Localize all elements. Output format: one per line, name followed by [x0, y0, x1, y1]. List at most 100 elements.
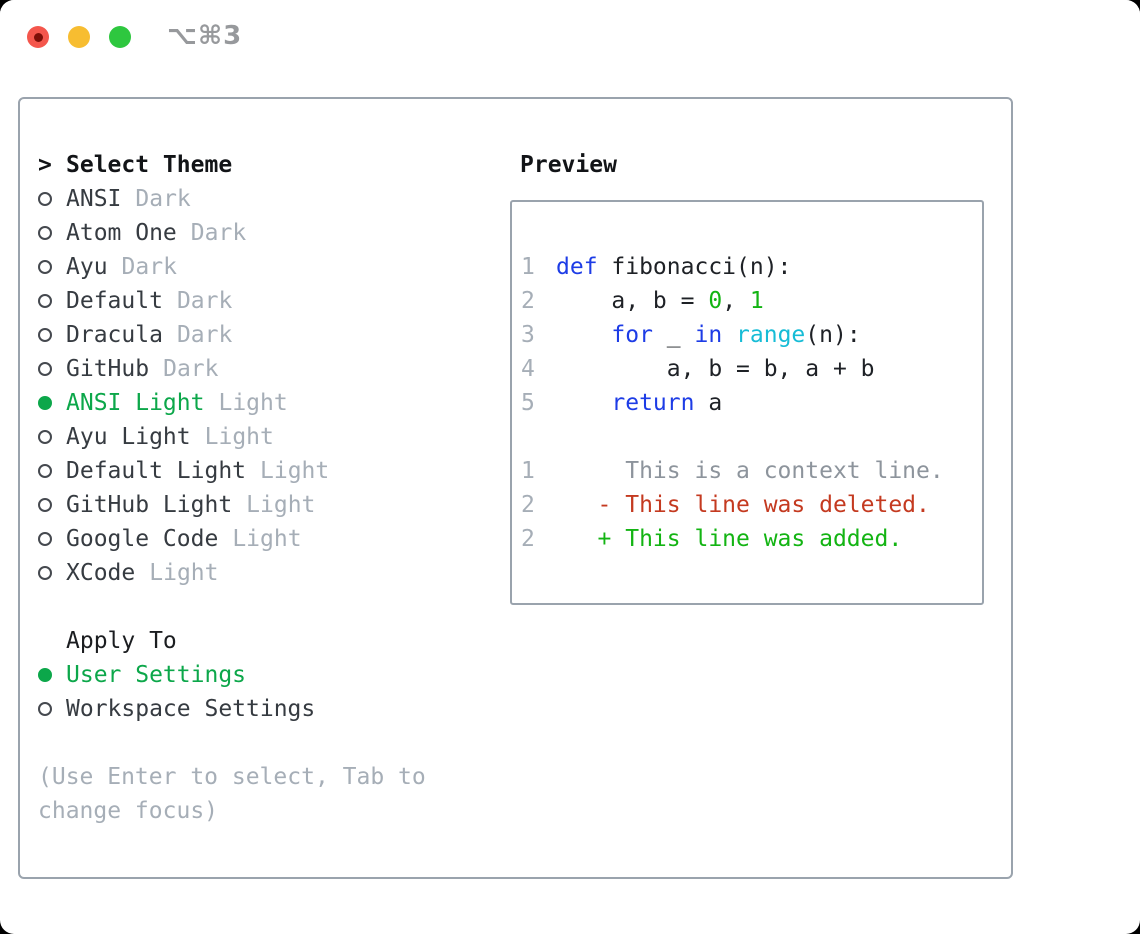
code-token: range — [736, 322, 806, 348]
theme-variant-badge: Dark — [163, 356, 219, 382]
code-line: 4 a, b = b, a + b — [521, 352, 982, 386]
radio-icon — [38, 430, 52, 444]
radio-icon — [38, 362, 52, 376]
code-content: return a — [556, 390, 722, 416]
apply-option-label: User Settings — [66, 662, 247, 688]
line-number: 2 — [521, 526, 535, 552]
code-token — [556, 322, 611, 348]
line-number: 2 — [521, 288, 535, 314]
code-token: a — [694, 390, 723, 416]
radio-marker — [38, 328, 66, 342]
radio-selected-icon — [38, 396, 52, 410]
radio-marker — [38, 532, 66, 546]
code-content: for _ in range(n): — [556, 322, 860, 348]
code-token: 1 — [749, 288, 764, 314]
code-token: + This line was added. — [556, 526, 903, 552]
theme-name: Google Code — [66, 526, 219, 552]
theme-name: ANSI Light — [66, 390, 205, 416]
apply-option-workspace-settings[interactable]: Workspace Settings — [38, 692, 478, 726]
theme-variant-badge: Light — [149, 560, 219, 586]
code-content: def fibonacci(n): — [556, 254, 791, 280]
code-token: for — [611, 322, 653, 348]
radio-marker — [38, 192, 66, 206]
theme-variant-badge: Dark — [121, 254, 177, 280]
theme-variant-badge: Light — [218, 390, 288, 416]
code-token: a, b = — [556, 288, 709, 314]
code-token — [722, 322, 736, 348]
radio-icon — [38, 294, 52, 308]
theme-variant-badge: Dark — [176, 322, 233, 348]
theme-name: Dracula — [66, 322, 163, 348]
theme-name: Ayu Light — [66, 424, 191, 450]
theme-item-github[interactable]: GitHub Dark — [38, 352, 478, 386]
traffic-lights — [27, 26, 131, 48]
code-token: fibonacci(n): — [597, 254, 792, 280]
code-line: 3 for _ in range(n): — [521, 318, 982, 352]
theme-item-ayu-light[interactable]: Ayu Light Light — [38, 420, 478, 454]
code-token: , — [722, 288, 750, 314]
radio-marker — [38, 396, 66, 410]
code-content: + This line was added. — [556, 526, 903, 552]
keyboard-hint: (Use Enter to select, Tab to change focu… — [38, 764, 426, 824]
radio-marker — [38, 566, 66, 580]
code-token: This is a context line. — [556, 458, 944, 484]
theme-list-header-row: > Select Theme — [38, 148, 478, 182]
unsaved-indicator-dot — [33, 32, 43, 42]
apply-option-user-settings[interactable]: User Settings — [38, 658, 478, 692]
code-content: This is a context line. — [556, 458, 944, 484]
radio-icon — [38, 328, 52, 342]
code-line: 2 a, b = 0, 1 — [521, 284, 982, 318]
line-number: 1 — [521, 458, 535, 484]
line-number: 2 — [521, 492, 535, 518]
code-line: 5 return a — [521, 386, 982, 420]
radio-marker — [38, 498, 66, 512]
close-button[interactable] — [27, 26, 49, 48]
radio-marker — [38, 702, 66, 716]
code-line — [521, 420, 982, 454]
theme-item-dracula[interactable]: Dracula Dark — [38, 318, 478, 352]
theme-variant-badge: Light — [204, 424, 274, 450]
selection-caret-icon: > — [38, 152, 52, 178]
radio-selected-icon — [38, 668, 52, 682]
code-token: def — [556, 254, 598, 280]
line-number: 4 — [521, 356, 535, 382]
radio-marker — [38, 464, 66, 478]
theme-name: GitHub Light — [66, 492, 233, 518]
radio-icon — [38, 226, 52, 240]
theme-item-xcode[interactable]: XCode Light — [38, 556, 478, 590]
line-number: 3 — [521, 322, 535, 348]
radio-marker — [38, 430, 66, 444]
radio-icon — [38, 566, 52, 580]
theme-name: GitHub — [66, 356, 150, 382]
spacer — [38, 590, 478, 624]
theme-name: ANSI — [66, 186, 122, 212]
code-token: in — [694, 322, 723, 348]
theme-variant-badge: Light — [260, 458, 330, 484]
theme-name: Default — [66, 288, 163, 314]
apply-option-label: Workspace Settings — [66, 696, 316, 722]
line-number: 5 — [521, 390, 535, 416]
theme-item-ansi-light[interactable]: ANSI Light Light — [38, 386, 478, 420]
code-token: return — [611, 390, 695, 416]
apply-to-header-row: Apply To — [38, 624, 478, 658]
theme-name: XCode — [66, 560, 136, 586]
code-token: 0 — [708, 288, 723, 314]
window-title: ⌥⌘3 — [167, 21, 243, 51]
minimize-button[interactable] — [68, 26, 90, 48]
zoom-button[interactable] — [109, 26, 131, 48]
code-line: 1 This is a context line. — [521, 454, 982, 488]
